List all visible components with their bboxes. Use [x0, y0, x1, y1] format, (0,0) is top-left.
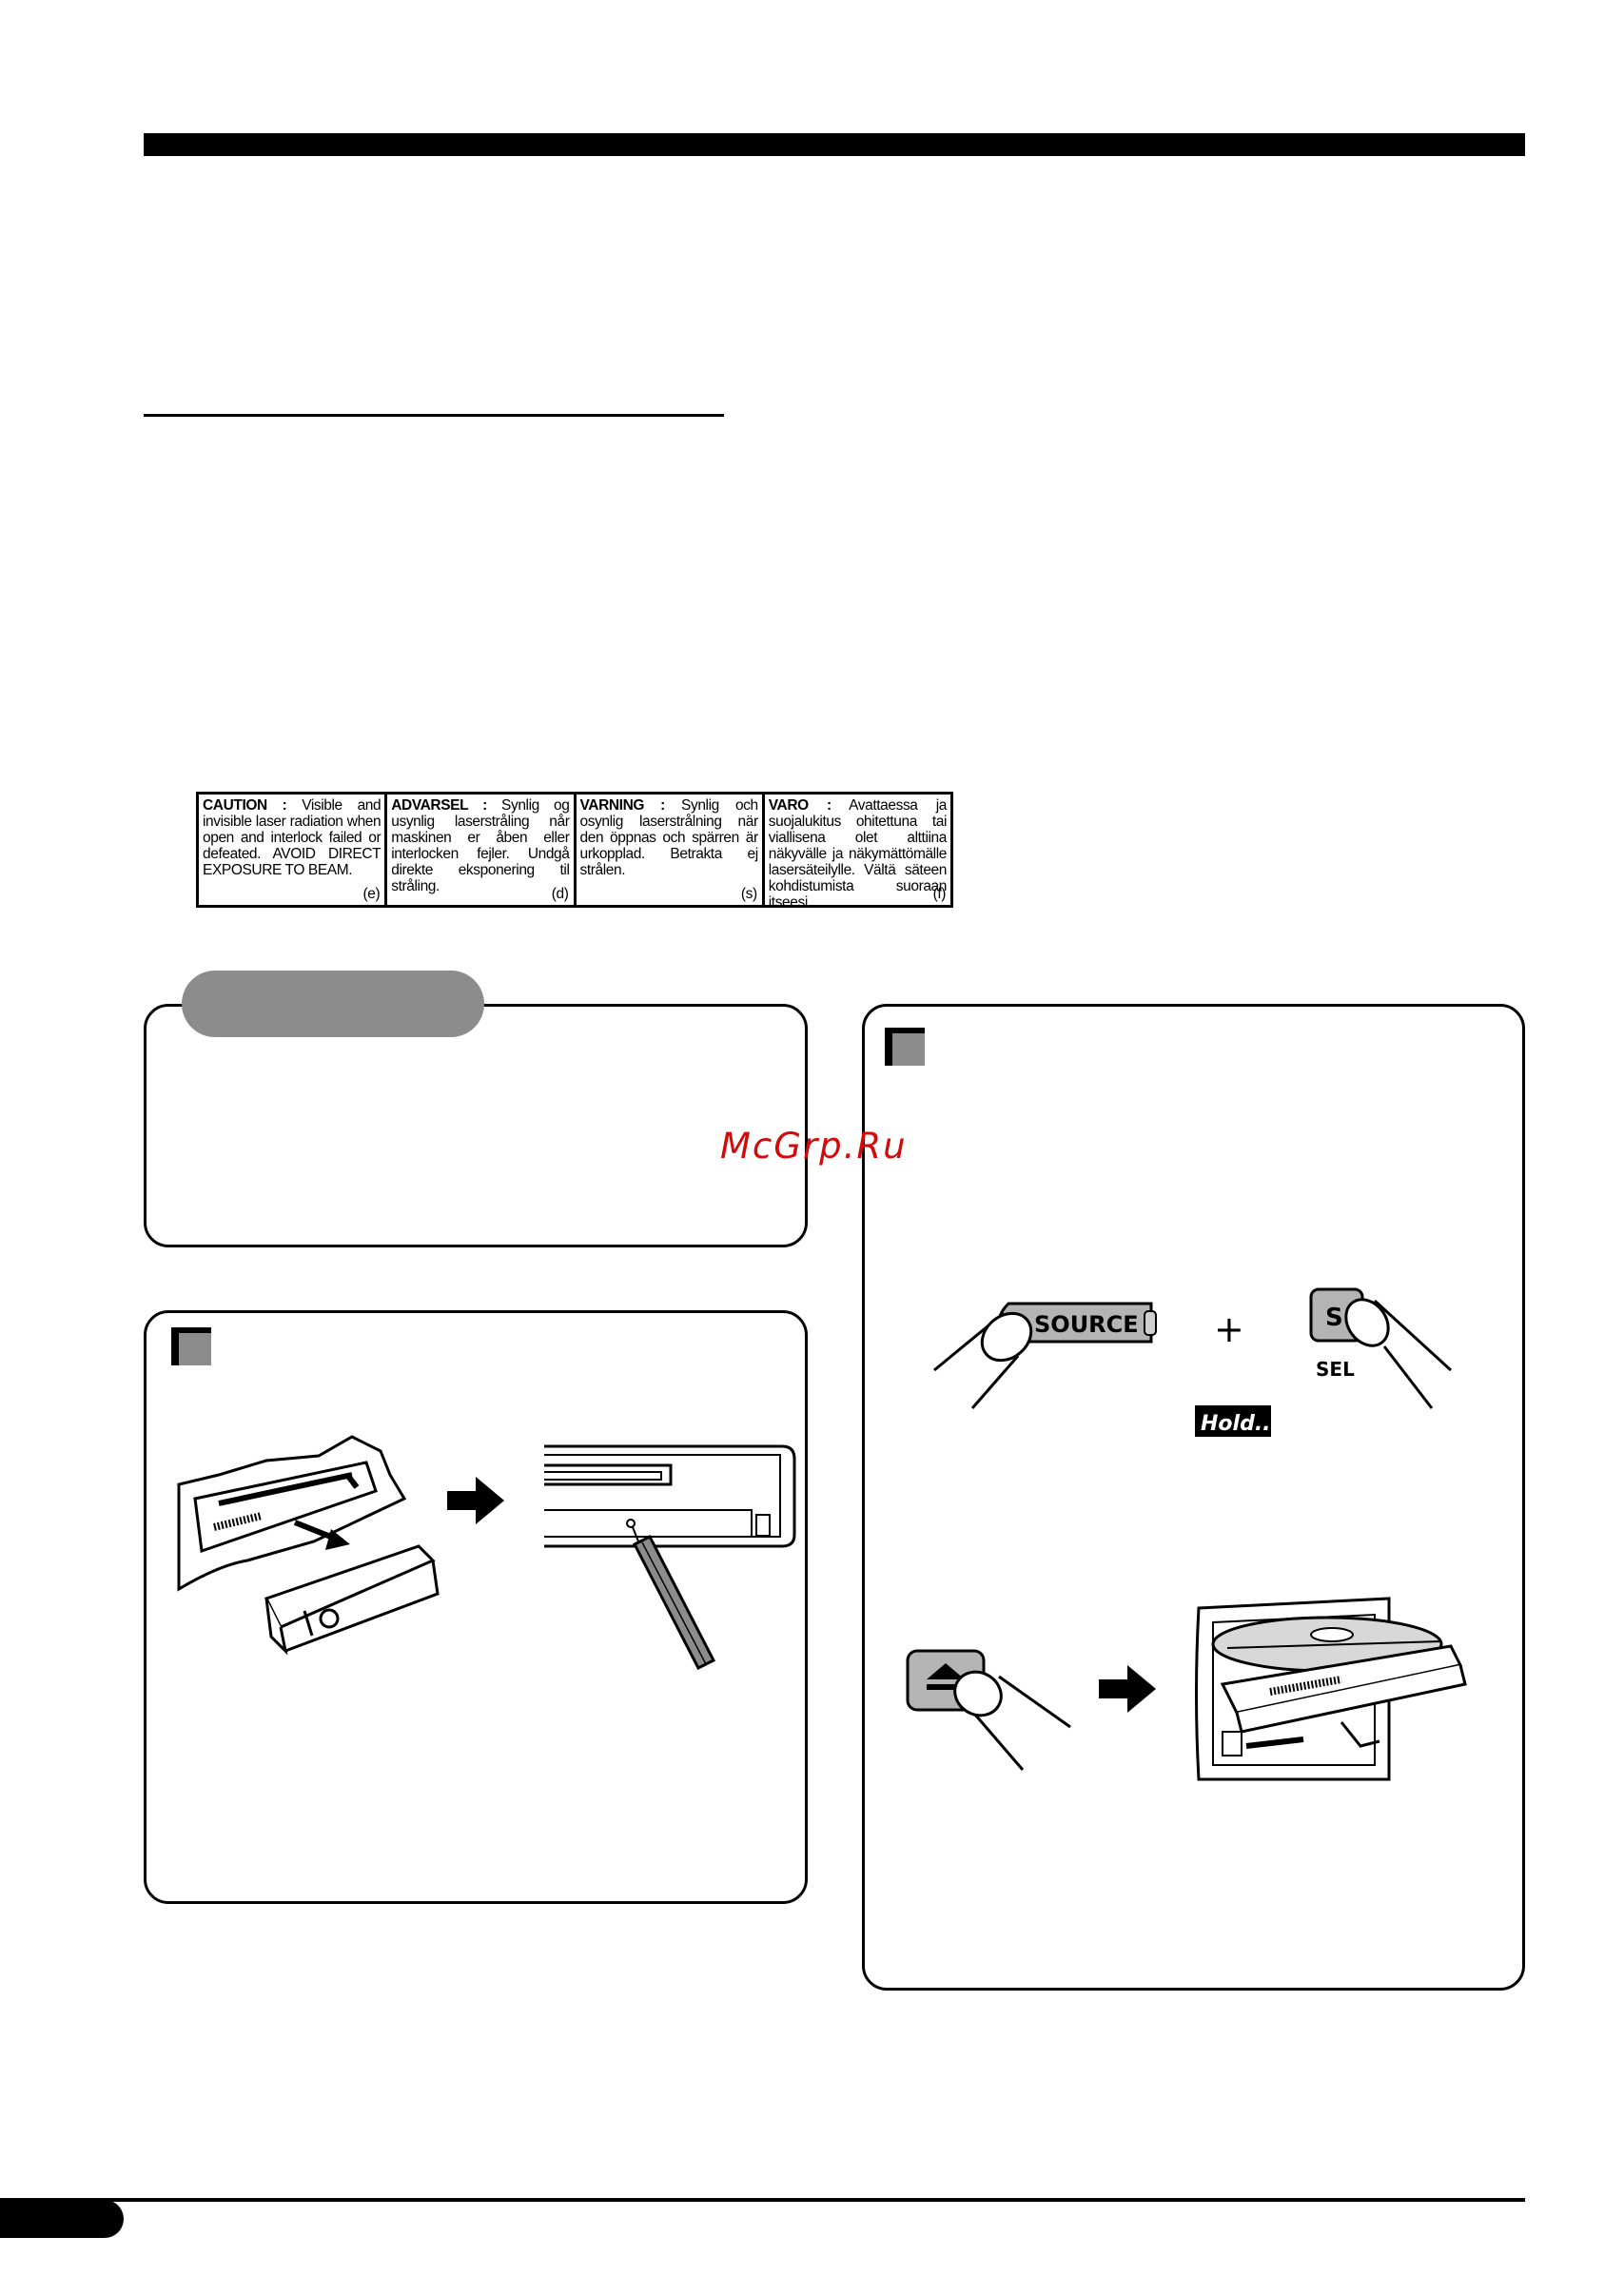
unit-face	[193, 1461, 378, 1554]
mechanism-arm	[1340, 1721, 1380, 1748]
rear-ledge	[544, 1509, 753, 1537]
disc-slot	[218, 1472, 353, 1506]
panel-connector	[1269, 1676, 1342, 1696]
caution-cell-swedish: VARNING : Synlig och osynlig laserstråln…	[577, 795, 765, 905]
finger-outline	[970, 1355, 1020, 1409]
disc-hub	[1310, 1627, 1354, 1642]
notice-panel	[144, 1004, 808, 1247]
eject-panel	[862, 1004, 1525, 1991]
source-button-label: SOURCE	[1034, 1311, 1139, 1338]
page-number-tab	[0, 2200, 124, 2238]
slot-inner	[544, 1471, 662, 1481]
caution-code: (e)	[362, 886, 381, 902]
source-sel-illustration: SOURCE + S SEL Hold....	[933, 1287, 1453, 1437]
caution-heading: VARNING :	[579, 797, 666, 814]
arrow-head	[325, 1529, 350, 1550]
hold-label-box	[1195, 1405, 1271, 1437]
hinge	[1222, 1731, 1242, 1756]
header-bar	[144, 133, 1525, 156]
caution-code: (s)	[740, 886, 757, 902]
caution-code: (d)	[551, 886, 569, 902]
unit-rear-inner	[544, 1454, 781, 1538]
notice-title-pill	[182, 971, 484, 1037]
volume-knob-icon	[319, 1608, 340, 1629]
pen-highlight	[641, 1541, 707, 1665]
fingertip-icon	[953, 1670, 1003, 1717]
detach-reset-panel	[144, 1310, 808, 1904]
caution-cell-finnish: VARO : Avattaessa ja suojalukitus ohitet…	[765, 795, 950, 905]
watermark: McGrp.Ru	[720, 1126, 908, 1167]
caution-heading: VARO :	[768, 797, 832, 814]
panel-groove	[303, 1610, 314, 1637]
caution-text: Avattaessa ja suojalukitus ohitettuna ta…	[768, 797, 948, 905]
mechanism	[1245, 1737, 1304, 1749]
reset-button-icon	[626, 1519, 636, 1528]
next-step-arrow-icon	[1099, 1665, 1156, 1713]
finger-outline	[1382, 1345, 1434, 1409]
caution-text: Synlig och osynlig laserstrålning när de…	[579, 797, 759, 878]
fingertip-icon	[980, 1311, 1033, 1363]
finger-outline	[1373, 1299, 1453, 1372]
slot-frame	[544, 1463, 673, 1486]
caution-cell-danish: ADVARSEL : Synlig og usynlig laserstråli…	[387, 795, 577, 905]
connector	[213, 1512, 263, 1531]
hold-label: Hold....	[1201, 1412, 1286, 1436]
section-marker	[171, 1327, 211, 1365]
control-panel-side	[264, 1598, 288, 1656]
section-marker	[885, 1028, 925, 1066]
release-lever	[344, 1473, 360, 1489]
unit-rear-outline	[544, 1444, 796, 1548]
caution-cell-english: CAUTION : Visible and invisible laser ra…	[199, 795, 388, 905]
caution-text: Visible and invisible laser radiation wh…	[203, 797, 382, 878]
caution-heading: CAUTION :	[203, 797, 287, 814]
tilted-panel-edge	[1235, 1664, 1467, 1734]
control-panel	[264, 1544, 436, 1629]
footer-rule	[0, 2198, 1525, 2202]
fingertip-icon	[1344, 1298, 1390, 1347]
section-heading-rule	[144, 414, 724, 417]
laser-caution-label: CAUTION : Visible and invisible laser ra…	[196, 792, 953, 908]
disc-edge	[1226, 1640, 1442, 1649]
eject-icon	[927, 1663, 965, 1679]
sel-button-letter: S	[1325, 1304, 1343, 1332]
finger-outline	[973, 1714, 1025, 1771]
finger-outline	[998, 1675, 1071, 1729]
caution-heading: ADVARSEL :	[391, 797, 487, 814]
detach-reset-illustration	[177, 1435, 796, 1671]
caution-text: Synlig og usynlig laserstråling når mask…	[391, 797, 570, 894]
sel-button-caption: SEL	[1316, 1358, 1355, 1381]
eject-icon-bar	[927, 1684, 965, 1690]
eject-illustration	[906, 1597, 1467, 1781]
source-button-edge	[1144, 1310, 1157, 1336]
plus-sign: +	[1214, 1308, 1244, 1350]
control-panel-edge	[284, 1560, 440, 1653]
caution-code: (f)	[932, 886, 947, 902]
reset-slot	[755, 1514, 771, 1537]
next-step-arrow-icon	[447, 1477, 504, 1524]
